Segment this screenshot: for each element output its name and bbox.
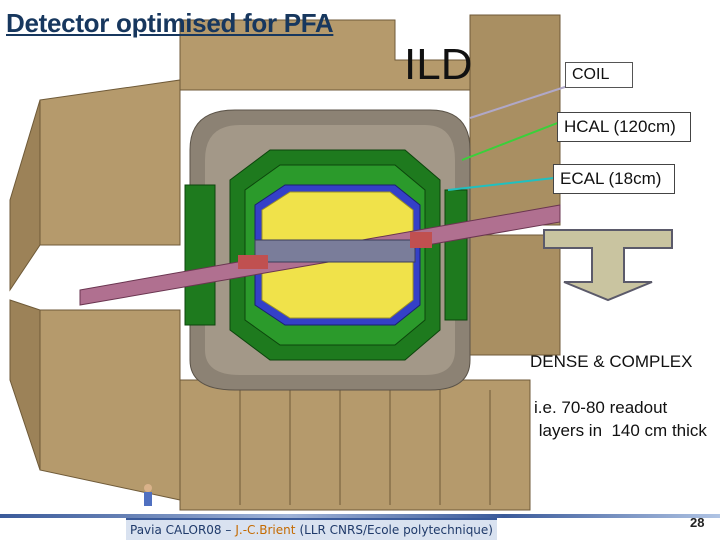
- person-figure: [144, 484, 152, 506]
- layers-text: i.e. 70-80 readout layers in 140 cm thic…: [534, 396, 707, 442]
- pointer-lines: [447, 85, 569, 191]
- yoke-bottom: [179, 379, 531, 511]
- footer-prefix: Pavia CALOR08 –: [130, 523, 232, 537]
- yoke-right-lower: [469, 234, 561, 356]
- dense-complex-text: DENSE & COMPLEX: [530, 352, 693, 371]
- footer-author: J.-C.Brient: [235, 523, 296, 537]
- down-arrow-icon: [543, 229, 673, 302]
- footer-affiliation: (LLR CNRS/Ecole polytechnique): [299, 523, 493, 537]
- footer-bar: [0, 514, 720, 518]
- slide-title: Detector optimised for PFA: [6, 8, 334, 38]
- yoke-top: [179, 14, 561, 226]
- yoke-left-lower: [9, 299, 181, 501]
- coil-label: COIL: [565, 62, 633, 88]
- detector-name: ILD: [404, 40, 473, 89]
- layers-line-1: i.e. 70-80 readout: [534, 398, 668, 417]
- layers-line-2: layers in 140 cm thick: [534, 421, 707, 440]
- yoke-left-upper: [9, 79, 181, 292]
- footer: Pavia CALOR08 – J.-C.Brient (LLR CNRS/Ec…: [126, 518, 497, 540]
- ecal-label: ECAL (18cm): [553, 164, 675, 194]
- page-number: 28: [690, 515, 705, 530]
- beam-pipe: [79, 204, 561, 306]
- hcal-label: HCAL (120cm): [557, 112, 691, 142]
